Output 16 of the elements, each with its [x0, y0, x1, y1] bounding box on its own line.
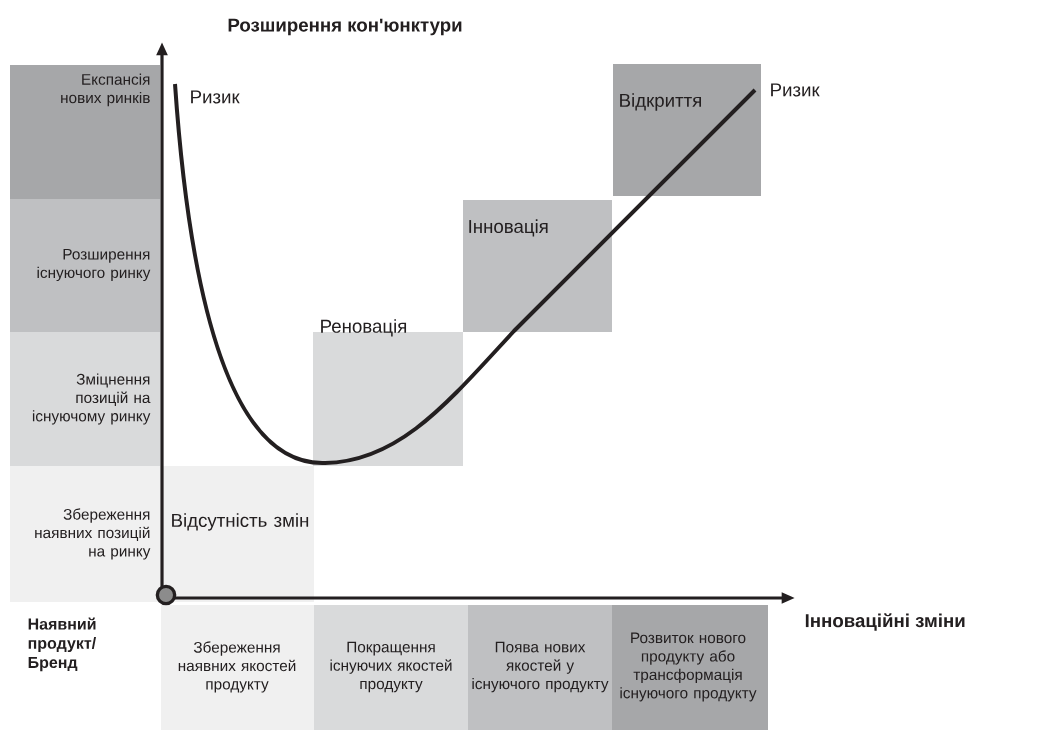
corner-label: Наявний продукт/ Бренд	[28, 617, 96, 672]
strategy-box: Реновація	[313, 319, 463, 466]
strategy-box: Відкриття	[613, 64, 761, 196]
strategy-box: Відсутність змін	[161, 466, 314, 602]
market-band: Розширення існуючого ринку	[10, 199, 160, 332]
market-band: Експансія нових ринків	[10, 65, 160, 199]
risk-label: Ризик	[191, 90, 240, 104]
market-band: Збереження наявних позицій на ринку	[10, 466, 160, 602]
axis-label: Розширення кон'юнктури	[228, 18, 462, 36]
product-band: Розвиток нового продукту або трансформація існуючого продукту	[612, 605, 768, 730]
product-band: Покращення існуючих якостей продукту	[314, 605, 468, 730]
axis-label: Інноваційні зміни	[805, 613, 965, 631]
product-band: Збереження наявних якостей продукту	[161, 605, 314, 730]
market-band: Зміцнення позицій на існуючому ринку	[10, 332, 160, 466]
product-band: Поява нових якостей у існуючого продукту	[468, 605, 612, 730]
strategy-box: Інновація	[463, 200, 612, 332]
